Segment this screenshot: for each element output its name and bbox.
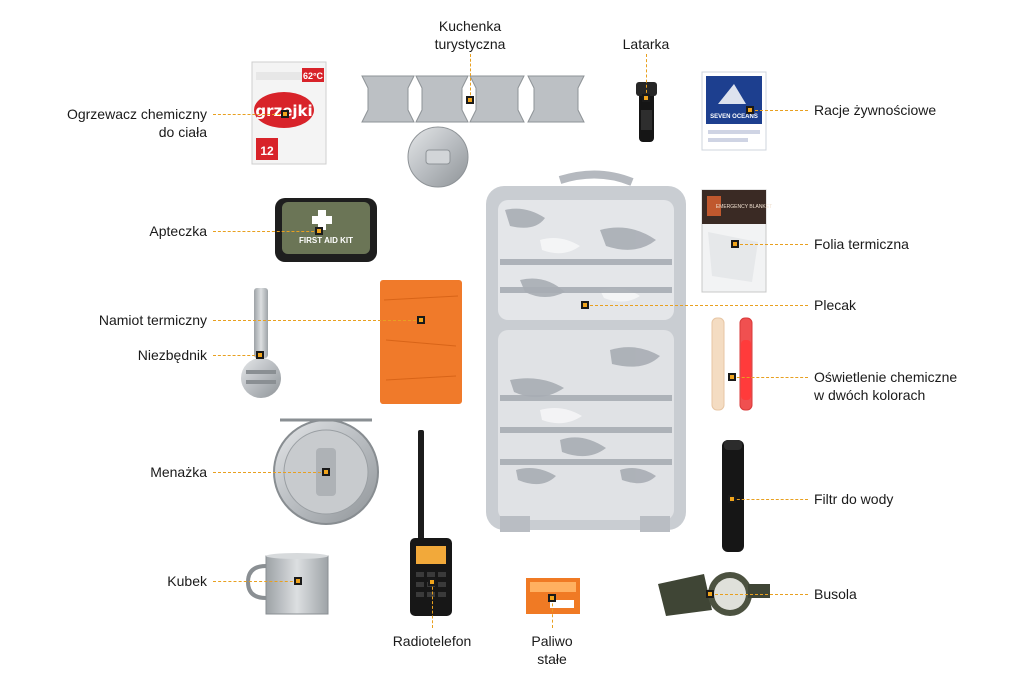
label-firstaid: Apteczka — [149, 223, 207, 239]
label-filter: Filtr do wody — [814, 491, 894, 507]
heater-temp-text: 62°C — [303, 71, 324, 81]
stove-leader — [470, 54, 471, 100]
rations-leader — [750, 110, 808, 111]
label-fuel: Paliwo stałe — [531, 632, 572, 668]
tent-leader — [213, 320, 421, 321]
compass-leader — [710, 594, 808, 595]
label-messtin: Menażka — [150, 464, 207, 480]
lightsticks-image — [711, 317, 753, 411]
mug-marker — [294, 577, 302, 585]
messtin-leader — [213, 472, 326, 473]
label-rations: Racje żywnościowe — [814, 102, 937, 118]
label-stove-line2: turystyczna — [434, 36, 506, 52]
radio-image — [410, 430, 452, 616]
filter-leader — [732, 499, 808, 500]
utensil-image — [241, 288, 281, 398]
compass-image — [658, 572, 770, 616]
foil-leader — [735, 244, 808, 245]
label-stove-line1: Kuchenka — [438, 18, 502, 34]
heater-pack-image: grzejki 62°C 12 — [251, 61, 327, 165]
label-lightstick: Oświetlenie chemiczne w dwóch kolorach — [814, 368, 957, 404]
label-heater: Ogrzewacz chemiczny do ciała — [67, 105, 207, 141]
label-stove: Kuchenka turystyczna — [435, 17, 506, 53]
rations-image: SEVEN OCEANS — [701, 71, 767, 151]
firstaid-text: FIRST AID KIT — [299, 236, 353, 245]
rations-brand-text: SEVEN OCEANS — [710, 114, 758, 120]
mug-leader — [213, 581, 298, 582]
lightstick-marker — [728, 373, 736, 381]
label-radio: Radiotelefon — [392, 633, 472, 649]
heater-count-text: 12 — [260, 144, 274, 158]
rations-marker — [746, 106, 754, 114]
heater-leader — [213, 114, 285, 115]
fuel-marker — [548, 594, 556, 602]
label-utensil: Niezbędnik — [137, 347, 207, 363]
stove-marker — [466, 96, 474, 104]
radio-marker — [428, 578, 436, 586]
label-heater-line2: do ciała — [158, 124, 207, 140]
label-fuel-line1: Paliwo — [531, 633, 573, 649]
backpack-marker — [581, 301, 589, 309]
foil-text: EMERGENCY BLANKET — [716, 204, 772, 210]
label-mug: Kubek — [167, 573, 207, 589]
radio-leader — [432, 582, 433, 628]
flashlight-leader — [646, 54, 647, 98]
label-flashlight: Latarka — [622, 36, 670, 52]
heater-marker — [281, 110, 289, 118]
utensil-leader — [213, 355, 260, 356]
firstaid-marker — [315, 227, 323, 235]
label-fuel-line2: stałe — [537, 651, 567, 667]
label-compass: Busola — [814, 586, 857, 602]
lightstick-leader — [732, 377, 808, 378]
firstaid-leader — [213, 231, 319, 232]
flashlight-marker — [642, 94, 650, 102]
label-foil: Folia termiczna — [814, 236, 909, 252]
backpack-image — [486, 170, 686, 532]
backpack-leader — [585, 305, 808, 306]
firstaid-kit-image: FIRST AID KIT — [275, 198, 377, 262]
label-backpack: Plecak — [814, 297, 857, 313]
utensil-marker — [256, 351, 264, 359]
foil-marker — [731, 240, 739, 248]
thermal-tent-image — [380, 280, 462, 404]
label-lightstick-line2: w dwóch kolorach — [814, 387, 926, 403]
messtin-marker — [322, 468, 330, 476]
stove-image — [361, 75, 585, 188]
compass-marker — [706, 590, 714, 598]
label-heater-line1: Ogrzewacz chemiczny — [66, 106, 207, 122]
filter-marker — [728, 495, 736, 503]
label-lightstick-line1: Oświetlenie chemiczne — [814, 369, 958, 385]
fuel-leader — [552, 598, 553, 628]
label-tent: Namiot termiczny — [98, 312, 207, 328]
mug-image — [245, 553, 329, 615]
tent-marker — [417, 316, 425, 324]
